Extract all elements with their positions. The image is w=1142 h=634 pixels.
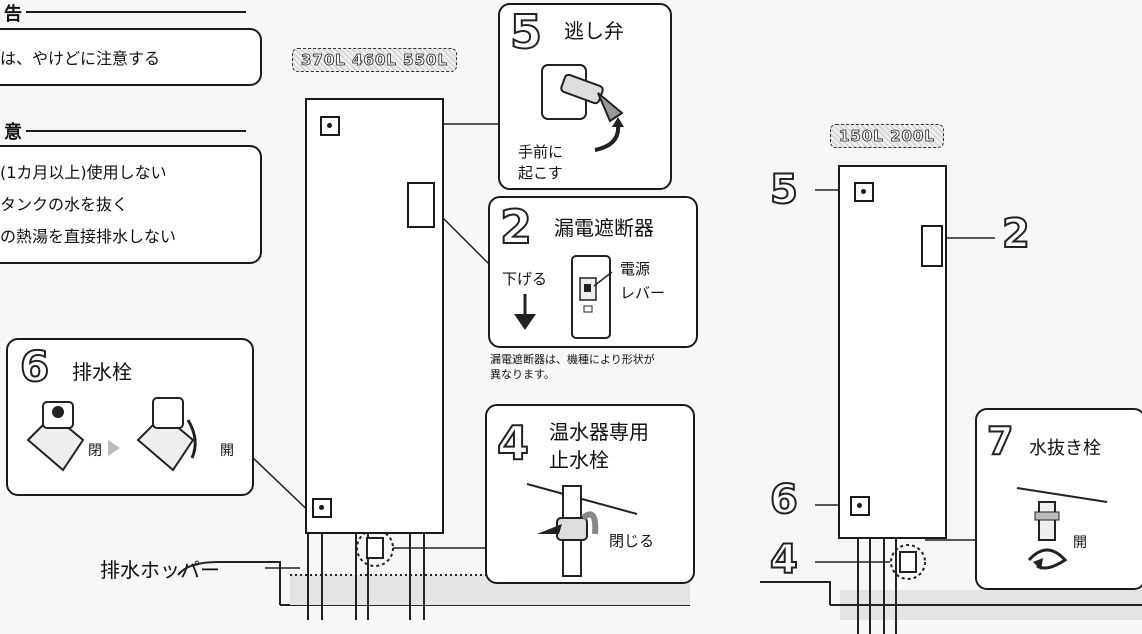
panel-2-down-label: 下げる — [502, 270, 548, 288]
panel-6-closed: 閉 — [88, 443, 102, 459]
relief-valve-icon — [541, 64, 624, 152]
panel-6-open: 開 — [220, 443, 234, 459]
panel-6-title: 排水栓 — [72, 360, 132, 384]
callout-5-right: 5 — [769, 167, 799, 213]
marker-relief-valve-right — [854, 182, 874, 202]
panel-relief-valve: 5 逃し弁 手前に 起こす — [498, 3, 672, 190]
caution-heading-rule — [26, 130, 246, 132]
drain-plug-icons — [26, 397, 197, 472]
breaker-icon — [514, 255, 613, 339]
warning-heading: 告 — [0, 0, 26, 26]
breaker-marker-left — [407, 182, 435, 228]
marker-drain-left — [312, 498, 332, 518]
caution-line-2: タンクの水を抜く — [0, 195, 129, 214]
model-tag-left: 370L 460L 550L — [292, 48, 458, 72]
panel-4-title-2: 止水栓 — [549, 448, 609, 472]
panel-drain-plug: 6 排水栓 閉 開 — [6, 338, 254, 496]
panel-2-number: 2 — [499, 200, 533, 254]
stop-valve-icon — [526, 483, 638, 577]
panel-2-note-1: 漏電遮断器は、機種により形状が — [490, 353, 655, 366]
breaker-marker-right — [921, 225, 943, 267]
caution-line-1: (1カ月以上)使用しない — [0, 163, 167, 182]
ground-right — [760, 535, 1142, 634]
warning-heading-rule — [26, 11, 246, 13]
panel-5-caption-2: 起こす — [518, 164, 563, 182]
marker-relief-valve-left — [320, 116, 340, 136]
warning-text: は、やけどに注意する — [0, 49, 161, 68]
panel-4-close: 閉じる — [609, 532, 655, 550]
callout-6-right: 6 — [769, 477, 799, 523]
panel-breaker: 2 漏電遮断器 下げる 電源 レバー — [488, 196, 698, 348]
caution-box: (1カ月以上)使用しない タンクの水を抜く の熱湯を直接排水しない — [0, 145, 262, 264]
panel-4-number: 4 — [496, 416, 530, 470]
drain-hopper-label: 排水ホッパー — [100, 558, 220, 582]
panel-5-caption-1: 手前に — [518, 143, 564, 161]
panel-7-open: 開 — [1073, 535, 1087, 551]
model-tag-right: 150L 200L — [830, 124, 944, 148]
panel-2-title: 漏電遮断器 — [554, 216, 654, 240]
caution-line-3: の熱湯を直接排水しない — [0, 227, 177, 246]
water-heater-right — [838, 165, 947, 539]
panel-7-number: 7 — [986, 419, 1014, 463]
callout-4-right: 4 — [769, 537, 799, 583]
panel-2-lever-1: 電源 — [620, 260, 651, 278]
panel-5-title: 逃し弁 — [564, 19, 624, 43]
water-heater-left — [305, 98, 444, 534]
panel-5-number: 5 — [509, 5, 543, 59]
panel-7-title: 水抜き栓 — [1029, 438, 1101, 459]
warning-box: は、やけどに注意する — [0, 28, 262, 86]
caution-heading: 意 — [0, 118, 26, 144]
panel-2-note-2: 異なります。 — [490, 368, 555, 381]
panel-stop-valve: 4 温水器専用 止水栓 閉じる — [485, 404, 695, 584]
callout-2-right: 2 — [1001, 211, 1031, 257]
panel-4-title-1: 温水器専用 — [549, 420, 649, 444]
marker-drain-right — [850, 496, 870, 516]
panel-2-lever-2: レバー — [620, 284, 666, 302]
panel-6-number: 6 — [19, 342, 50, 391]
drain-valve-icon — [1016, 487, 1108, 570]
panel-drain-valve: 7 水抜き栓 開 — [975, 408, 1142, 590]
